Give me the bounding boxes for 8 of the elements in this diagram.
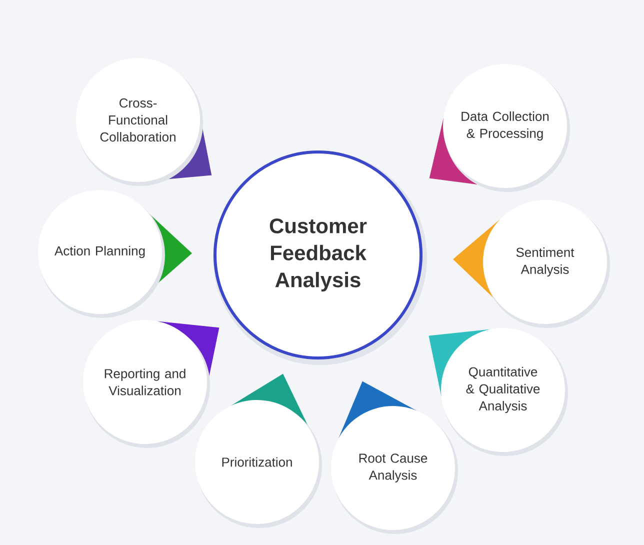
speech-bubble: Cross-Functional Collaboration: [76, 58, 212, 186]
speech-bubble: Sentiment Analysis: [453, 200, 610, 328]
speech-bubble: Data Collection & Processing: [429, 64, 570, 192]
speech-bubble: Prioritization: [195, 374, 322, 528]
speech-bubble: Action Planning: [38, 190, 192, 318]
speech-bubble: Root Cause Analysis: [331, 381, 458, 534]
speech-bubble: Reporting and Visualization: [83, 320, 220, 448]
speech-bubble: Quantitative & Qualitative Analysis: [428, 328, 568, 456]
